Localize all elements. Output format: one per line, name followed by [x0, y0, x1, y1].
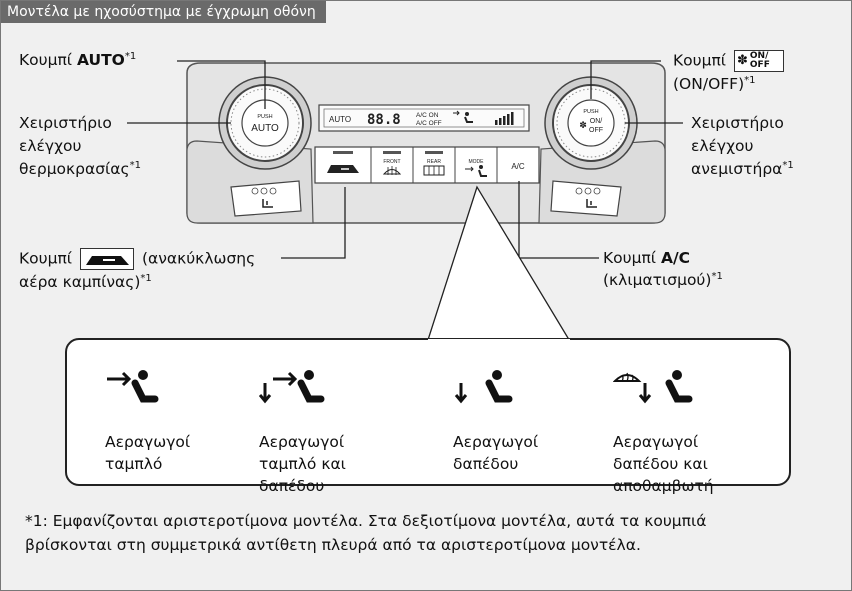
label-fan-line3: ανεμιστήρα — [691, 160, 783, 178]
callout-auto — [177, 60, 266, 109]
label-ac-ref: *1 — [711, 270, 723, 282]
mode-floor-defrost-line3: αποθαμβωτή — [613, 477, 714, 495]
label-auto-ref: *1 — [124, 50, 137, 62]
knob-left-push-text: PUSH — [257, 114, 272, 120]
label-fan-line1: Χειριστήριο — [691, 114, 784, 132]
onoff-icon-off: OFF — [749, 60, 770, 70]
rear-defrost-button[interactable]: REAR — [423, 151, 445, 176]
label-recirculation-button: Κουμπί (ανακύκλωσης αέρα καμπίνας)*1 — [19, 248, 255, 292]
label-temperature-control: Χειριστήριο ελέγχου θερμοκρασίας*1 — [19, 113, 141, 179]
footnote: *1: Εμφανίζονται αριστεροτίμονα μοντέλα.… — [25, 509, 825, 557]
label-onoff-button: Κουμπί ✽ ON/OFF (ON/OFF)*1 — [673, 50, 784, 94]
floor-vent-icon — [454, 370, 513, 404]
fan-knob: PUSH ON/ OFF ✽ — [544, 76, 638, 170]
knob-left-auto-text: AUTO — [251, 123, 279, 134]
label-temp-ref: *1 — [129, 159, 141, 171]
floor-defrost-vent-icon — [613, 370, 693, 404]
btn-mode-text: MODE — [469, 159, 485, 165]
onoff-icon-on: ON/ — [749, 51, 769, 61]
front-defrost-button[interactable]: FRONT — [382, 151, 402, 175]
label-fan-control: Χειριστήριο ελέγχου ανεμιστήρα*1 — [691, 113, 794, 179]
display-auto-text: AUTO — [329, 115, 351, 124]
ac-button[interactable]: A/C — [511, 162, 525, 171]
label-temp-line3: θερμοκρασίας — [19, 160, 130, 178]
footnote-line1: *1: Εμφανίζονται αριστεροτίμονα μοντέλα.… — [25, 512, 707, 530]
btn-rear-text: REAR — [427, 159, 441, 165]
dashboard-vent-icon — [107, 370, 159, 403]
label-onoff-line2: (ON/OFF) — [673, 75, 745, 93]
label-ac-prefix: Κουμπί — [603, 249, 661, 267]
label-fan-line2: ελέγχου — [691, 137, 754, 155]
knob-right-off-text: OFF — [589, 127, 603, 134]
mode-dashboard-floor-line1: Αεραγωγοί — [259, 433, 345, 451]
display-mode-icon — [453, 110, 473, 123]
label-auto-button: Κουμπί AUTO*1 — [19, 50, 136, 70]
label-recirc-prefix: Κουμπί — [19, 249, 73, 268]
label-temp-line2: ελέγχου — [19, 137, 82, 155]
left-seat-heater-button[interactable] — [230, 180, 302, 217]
recirculation-icon — [80, 248, 134, 270]
label-recirc-ref: *1 — [140, 272, 152, 284]
display-ac-on-text: A/C ON — [416, 112, 439, 119]
recirculation-button[interactable] — [327, 151, 359, 173]
right-seat-heater-button[interactable] — [550, 180, 622, 217]
mode-floor-defrost-line2: δαπέδου και — [613, 455, 708, 473]
label-temp-line1: Χειριστήριο — [19, 114, 112, 132]
mode-floor-defrost-line1: Αεραγωγοί — [613, 433, 699, 451]
mode-floor-line2: δαπέδου — [453, 455, 519, 473]
mode-legend — [65, 338, 791, 486]
label-ac-line2: (κλιματισμού) — [603, 271, 712, 289]
mode-dashboard-floor-line3: δαπέδου — [259, 477, 325, 495]
mode-floor-line1: Αεραγωγοί — [453, 433, 539, 451]
label-onoff-ref: *1 — [744, 74, 756, 86]
mode-dashboard-floor-line2: ταμπλό και — [259, 455, 346, 473]
label-recirc-line2: αέρα καμπίνας) — [19, 273, 141, 291]
display-fan-bars-icon — [495, 112, 514, 125]
display-temp-text: 88.8 — [367, 112, 401, 128]
label-auto-bold: AUTO — [76, 51, 125, 69]
btn-front-text: FRONT — [383, 159, 400, 165]
fan-onoff-icon: ✽ ON/OFF — [734, 50, 784, 72]
label-fan-ref: *1 — [782, 159, 794, 171]
dashboard-floor-vent-icon — [259, 370, 325, 404]
mode-dashboard-line2: ταμπλό — [105, 455, 163, 473]
mode-dashboard-line1: Αεραγωγοί — [105, 433, 191, 451]
callout-lines — [127, 60, 683, 259]
section-header: Μοντέλα με ηχοσύστημα με έγχρωμη οθόνη — [1, 1, 326, 23]
footnote-line2: βρίσκονται στη συμμετρικά αντίθετη πλευρ… — [25, 536, 641, 554]
knob-right-push-text: PUSH — [583, 109, 598, 115]
callout-recirculation — [281, 187, 346, 259]
callout-onoff — [590, 60, 661, 99]
display-ac-off-text: A/C OFF — [416, 120, 442, 127]
knob-right-on-text: ON/ — [590, 118, 603, 125]
fan-icon: ✽ — [579, 121, 587, 131]
label-onoff-prefix: Κουμπί — [673, 51, 727, 70]
label-ac-bold: A/C — [660, 249, 691, 267]
label-ac-button: Κουμπί A/C (κλιματισμού)*1 — [603, 248, 723, 290]
mode-button[interactable]: MODE — [465, 159, 487, 177]
label-recirc-suffix: (ανακύκλωσης — [141, 249, 256, 268]
label-auto-prefix: Κουμπί — [19, 51, 77, 69]
